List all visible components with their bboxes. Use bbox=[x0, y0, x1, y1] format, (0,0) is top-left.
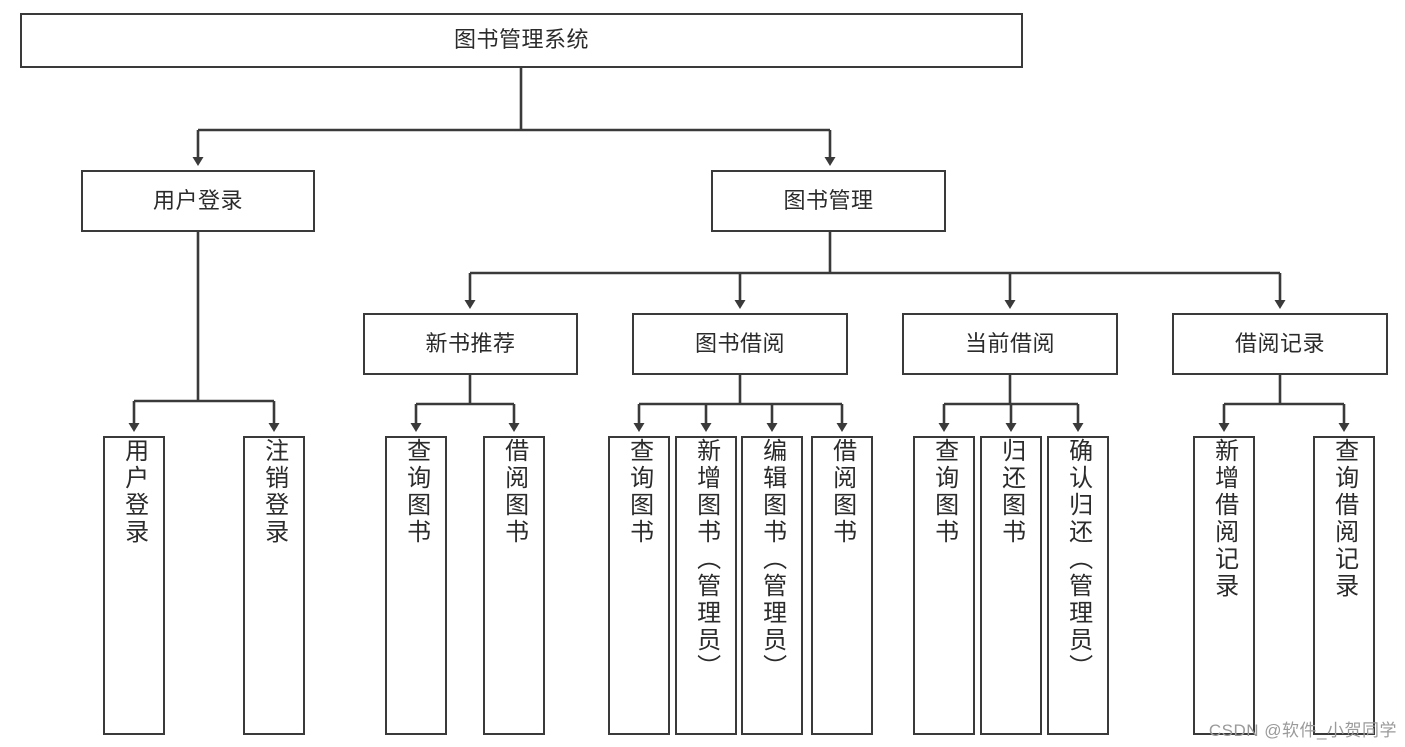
node-new-book-rec-label: 新书推荐 bbox=[425, 330, 516, 356]
leaf-add-book-label: 新增图书（管理员） bbox=[692, 438, 720, 681]
node-book-borrow[interactable]: 图书借阅 bbox=[632, 313, 848, 375]
node-borrow-record[interactable]: 借阅记录 bbox=[1172, 313, 1388, 375]
leaf-query-record[interactable]: 查询借阅记录 bbox=[1313, 436, 1375, 735]
leaf-query-book-2-label: 查询图书 bbox=[625, 438, 653, 546]
node-borrow-record-label: 借阅记录 bbox=[1234, 330, 1325, 356]
node-current-borrow[interactable]: 当前借阅 bbox=[902, 313, 1118, 375]
leaf-user-logout-label: 注销登录 bbox=[260, 438, 288, 546]
leaf-user-login[interactable]: 用户登录 bbox=[103, 436, 165, 735]
node-user-login[interactable]: 用户登录 bbox=[81, 170, 315, 232]
leaf-add-book[interactable]: 新增图书（管理员） bbox=[675, 436, 737, 735]
leaf-return-book-label: 归还图书 bbox=[997, 438, 1025, 546]
node-user-login-label: 用户登录 bbox=[152, 187, 243, 213]
node-current-borrow-label: 当前借阅 bbox=[964, 330, 1055, 356]
leaf-user-login-label: 用户登录 bbox=[120, 438, 148, 546]
leaf-query-book-3[interactable]: 查询图书 bbox=[913, 436, 975, 735]
leaf-confirm-return-label: 确认归还（管理员） bbox=[1064, 438, 1092, 681]
leaf-query-record-label: 查询借阅记录 bbox=[1330, 438, 1358, 600]
leaf-confirm-return[interactable]: 确认归还（管理员） bbox=[1047, 436, 1109, 735]
node-root[interactable]: 图书管理系统 bbox=[20, 13, 1023, 68]
node-book-manage-label: 图书管理 bbox=[783, 187, 874, 213]
leaf-user-logout[interactable]: 注销登录 bbox=[243, 436, 305, 735]
node-root-label: 图书管理系统 bbox=[453, 27, 589, 53]
leaf-query-book-2[interactable]: 查询图书 bbox=[608, 436, 670, 735]
node-new-book-rec[interactable]: 新书推荐 bbox=[363, 313, 578, 375]
watermark-text: CSDN @软件_小贺同学 bbox=[1208, 721, 1397, 740]
leaf-edit-book[interactable]: 编辑图书（管理员） bbox=[741, 436, 803, 735]
leaf-return-book[interactable]: 归还图书 bbox=[980, 436, 1042, 735]
leaf-edit-book-label: 编辑图书（管理员） bbox=[758, 438, 786, 681]
leaf-query-book-3-label: 查询图书 bbox=[930, 438, 958, 546]
leaf-query-book-1[interactable]: 查询图书 bbox=[385, 436, 447, 735]
leaf-query-book-1-label: 查询图书 bbox=[402, 438, 430, 546]
leaf-add-record[interactable]: 新增借阅记录 bbox=[1193, 436, 1255, 735]
leaf-borrow-book-2-label: 借阅图书 bbox=[828, 438, 856, 546]
leaf-borrow-book-1[interactable]: 借阅图书 bbox=[483, 436, 545, 735]
leaf-borrow-book-2[interactable]: 借阅图书 bbox=[811, 436, 873, 735]
node-book-borrow-label: 图书借阅 bbox=[694, 330, 785, 356]
leaf-add-record-label: 新增借阅记录 bbox=[1210, 438, 1238, 600]
node-book-manage[interactable]: 图书管理 bbox=[711, 170, 946, 232]
leaf-borrow-book-1-label: 借阅图书 bbox=[500, 438, 528, 546]
